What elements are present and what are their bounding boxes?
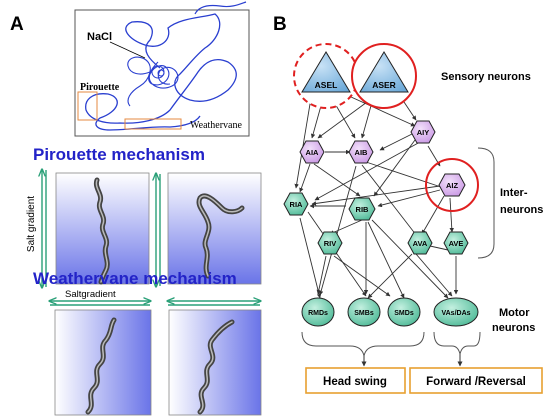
neuron-aiy: AIY <box>410 120 436 144</box>
neuron-ava: AVA <box>407 231 433 255</box>
weathervane-label: Weathervane <box>190 120 243 131</box>
neuron-vas-das: VAs/DAs <box>433 297 479 327</box>
weathervane-box-left <box>54 309 152 416</box>
salt-gradient-horizontal-label: Saltgradient <box>65 289 116 300</box>
pirouette-box <box>77 91 98 121</box>
neuron-ava-label: AVA <box>413 239 428 248</box>
neuron-aia: AIA <box>299 140 325 164</box>
neuron-aser-label: ASER <box>372 80 396 90</box>
neuron-rmds-label: RMDs <box>308 310 328 317</box>
salt-gradient-horizontal-arrow <box>50 301 150 306</box>
neuron-asel-label: ASEL <box>315 80 338 90</box>
neuron-aiz-label: AIZ <box>446 181 459 190</box>
neuron-riv: RIV <box>317 231 343 255</box>
neuron-smds-label: SMDs <box>394 310 414 317</box>
neuron-riv-label: RIV <box>324 239 337 248</box>
neuron-rmds: RMDs <box>301 297 335 327</box>
interneurons-label-line2: neurons <box>500 204 543 216</box>
worm-track-plot: NaCl Pirouette Weathervane <box>74 1 250 137</box>
pirouette-gradient-arrow <box>156 174 161 286</box>
forward-reversal-label: Forward /Reversal <box>426 376 526 388</box>
neuron-aib: AIB <box>348 140 374 164</box>
pirouette-label: Pirouette <box>80 82 120 93</box>
neuron-aia-label: AIA <box>306 148 320 157</box>
salt-gradient-vertical-arrow <box>42 170 47 287</box>
neuron-vas-das-label: VAs/DAs <box>441 310 470 317</box>
neuron-smbs-label: SMBs <box>354 310 374 317</box>
motor-neurons-label-line1: Motor <box>499 307 530 319</box>
sensory-neurons-label: Sensory neurons <box>441 71 531 83</box>
interneurons-label-line1: Inter- <box>500 187 528 199</box>
head-swing-label: Head swing <box>323 376 387 388</box>
forward-reversal-box: Forward /Reversal <box>409 367 543 394</box>
panel-a-letter: A <box>10 14 24 35</box>
panel-b-letter: B <box>273 14 287 35</box>
neuron-smds: SMDs <box>387 297 421 327</box>
neuron-smbs: SMBs <box>347 297 381 327</box>
interneurons-bracket <box>477 147 495 259</box>
head-swing-box: Head swing <box>305 367 406 394</box>
weathervane-title: Weathervane mechanism <box>33 269 237 288</box>
nacl-label: NaCl <box>87 31 112 43</box>
pirouette-box-turning <box>167 172 262 285</box>
motor-neurons-label-line2: neurons <box>492 322 535 334</box>
neuron-ria: RIA <box>283 192 309 216</box>
weathervane-box-right <box>168 309 262 416</box>
neuron-rib: RIB <box>348 197 376 221</box>
pirouette-title: Pirouette mechanism <box>33 145 205 164</box>
neuron-ria-label: RIA <box>290 200 304 209</box>
forward-reversal-brace <box>433 331 481 367</box>
neuron-rib-label: RIB <box>356 205 370 214</box>
head-swing-brace <box>301 331 425 367</box>
neuron-aser: ASER <box>351 43 417 109</box>
circuit-connections <box>294 89 459 299</box>
neuron-aiz: AIZ <box>425 158 479 212</box>
neuron-ave-label: AVE <box>449 239 464 248</box>
salt-gradient-vertical-label: Salt gradient <box>26 196 37 252</box>
weathervane-box <box>124 118 182 130</box>
neuron-aiy-label: AIY <box>417 128 430 137</box>
neuron-ave: AVE <box>443 231 469 255</box>
pirouette-box-straight <box>55 172 150 285</box>
neuron-asel: ASEL <box>293 43 359 109</box>
neuron-aib-label: AIB <box>355 148 369 157</box>
weathervane-gradient-arrow <box>168 301 260 306</box>
